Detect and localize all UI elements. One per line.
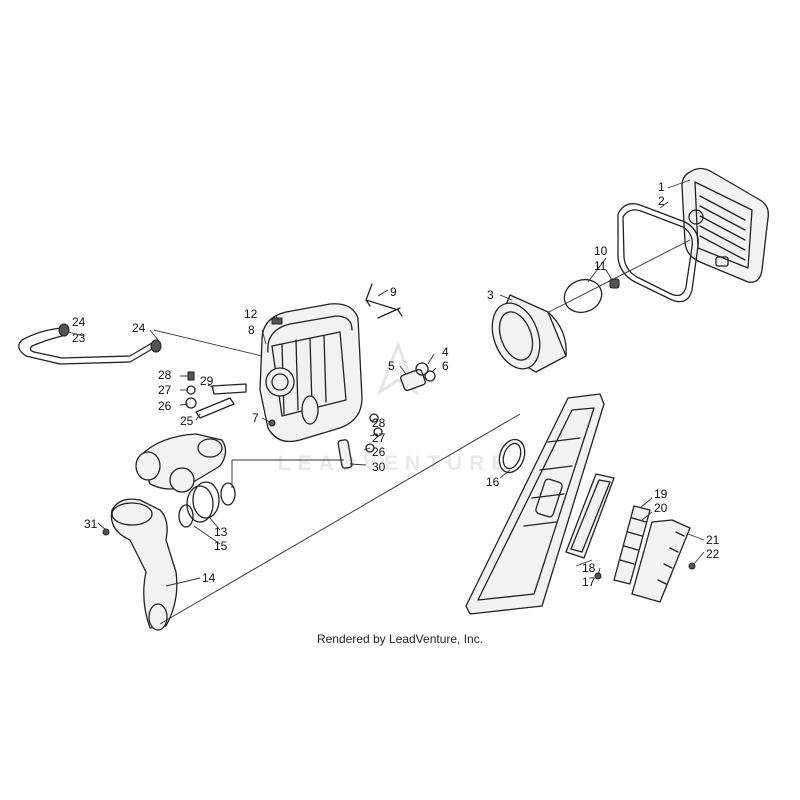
outlet-grille bbox=[631, 519, 696, 603]
intake-manifold bbox=[135, 433, 227, 493]
callout-6: 6 bbox=[442, 359, 449, 373]
callout-2: 2 bbox=[658, 194, 665, 208]
callout-24-right: 24 bbox=[132, 321, 146, 335]
render-credit: Rendered by LeadVenture, Inc. bbox=[316, 632, 484, 646]
inlet-panel bbox=[465, 393, 605, 615]
callout-18: 18 bbox=[582, 561, 596, 575]
sensor-assembly bbox=[400, 362, 436, 392]
callout-16: 16 bbox=[486, 475, 500, 489]
callout-11: 11 bbox=[594, 259, 607, 273]
airbox-cover bbox=[681, 167, 769, 283]
callout-14: 14 bbox=[202, 571, 216, 585]
breather-hose bbox=[18, 323, 162, 365]
callout-30: 30 bbox=[372, 460, 386, 474]
callout-28-right: 28 bbox=[372, 416, 386, 430]
hardware-right bbox=[268, 413, 383, 453]
callout-26-right: 26 bbox=[372, 445, 386, 459]
callout-12: 12 bbox=[244, 307, 258, 321]
callout-26-left: 26 bbox=[158, 399, 172, 413]
mounting-bracket bbox=[365, 283, 403, 317]
callout-15: 15 bbox=[214, 539, 228, 553]
callout-10: 10 bbox=[594, 244, 608, 258]
callout-17: 17 bbox=[582, 575, 596, 589]
callout-27-right: 27 bbox=[372, 431, 386, 445]
callout-8: 8 bbox=[248, 323, 255, 337]
filter-screen bbox=[613, 505, 651, 585]
filter-end-cap bbox=[563, 278, 603, 314]
callout-5: 5 bbox=[388, 359, 395, 373]
callout-23: 23 bbox=[72, 331, 86, 345]
callout-25: 25 bbox=[180, 414, 194, 428]
callout-31: 31 bbox=[84, 517, 98, 531]
callout-24-left: 24 bbox=[72, 315, 86, 329]
callout-1: 1 bbox=[658, 180, 665, 194]
watermark-text: LEADVENTURE bbox=[278, 452, 513, 475]
callout-29: 29 bbox=[200, 374, 214, 388]
air-filter-element bbox=[491, 294, 567, 373]
airbox-housing bbox=[259, 303, 363, 469]
cover-gasket bbox=[617, 203, 699, 303]
mounting-strap bbox=[211, 383, 247, 395]
callout-13: 13 bbox=[214, 525, 228, 539]
callout-3: 3 bbox=[487, 288, 494, 302]
leader-lines bbox=[67, 179, 705, 625]
callout-19: 19 bbox=[654, 487, 668, 501]
callout-9: 9 bbox=[390, 285, 397, 299]
callout-21: 21 bbox=[706, 533, 720, 547]
pre-filter-frame bbox=[565, 473, 615, 580]
intake-duct bbox=[102, 498, 178, 631]
duct-seal bbox=[498, 438, 526, 474]
duct-clamps bbox=[178, 481, 236, 528]
callout-27-left: 27 bbox=[158, 383, 172, 397]
callout-labels: 1 2 3 4 5 6 7 8 9 10 11 12 13 14 15 16 1… bbox=[72, 180, 720, 589]
callout-7: 7 bbox=[252, 411, 259, 425]
callout-20: 20 bbox=[654, 501, 668, 515]
callout-28-left: 28 bbox=[158, 368, 172, 382]
callout-22: 22 bbox=[706, 547, 720, 561]
callout-4: 4 bbox=[442, 345, 449, 359]
